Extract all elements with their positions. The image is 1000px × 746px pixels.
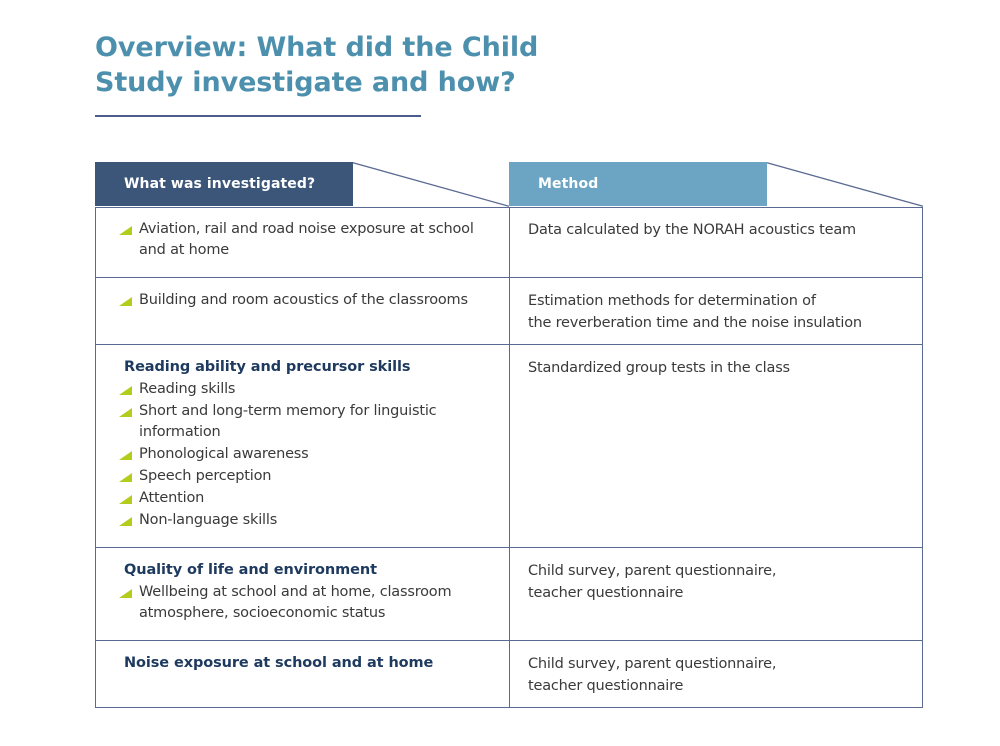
header-diagonal-connector-left — [353, 162, 509, 207]
table-row-divider-3 — [95, 547, 923, 549]
table-row: Reading ability and precursor skills Rea… — [95, 345, 509, 547]
table-row-divider-4 — [95, 640, 923, 642]
method-text: Standardized group tests in the class — [528, 360, 790, 376]
triangle-bullet-icon — [119, 473, 132, 482]
method-text: Child survey, parent questionnaire, teac… — [528, 563, 777, 601]
list-item: Aviation, rail and road noise exposure a… — [117, 219, 493, 261]
table-cell-method: Child survey, parent questionnaire, teac… — [509, 548, 923, 640]
list-item: Building and room acoustics of the class… — [117, 290, 493, 311]
list-item-label: Building and room acoustics of the class… — [139, 292, 468, 308]
bullet-list: Aviation, rail and road noise exposure a… — [117, 219, 493, 261]
triangle-bullet-icon — [119, 589, 132, 598]
table-row: Building and room acoustics of the class… — [95, 278, 509, 344]
overview-table: What was investigated? Method Aviation, … — [95, 162, 923, 708]
list-item-label: Attention — [139, 490, 205, 506]
bullet-list: Wellbeing at school and at home, classro… — [117, 582, 493, 624]
list-item-label: Wellbeing at school and at home, classro… — [139, 584, 452, 621]
table-cell-method: Child survey, parent questionnaire, teac… — [509, 641, 923, 708]
bullet-list: Building and room acoustics of the class… — [117, 290, 493, 311]
header-diagonal-connector-right — [767, 162, 923, 207]
bullet-list: Reading skills Short and long-term memor… — [117, 379, 493, 531]
list-item-label: Aviation, rail and road noise exposure a… — [139, 221, 474, 258]
triangle-bullet-icon — [119, 297, 132, 306]
list-item-label: Non-language skills — [139, 512, 278, 528]
triangle-bullet-icon — [119, 386, 132, 395]
method-text: Estimation methods for determination of … — [528, 293, 862, 331]
list-item: Speech perception — [117, 466, 493, 487]
list-item: Attention — [117, 488, 493, 509]
table-row-divider-1 — [95, 277, 923, 279]
table-row: Noise exposure at school and at home — [95, 641, 509, 708]
page-title: Overview: What did the Child Study inves… — [95, 32, 539, 98]
list-item-label: Phonological awareness — [139, 446, 309, 462]
title-underline-rule — [95, 115, 421, 117]
list-item: Non-language skills — [117, 510, 493, 531]
table-row: Quality of life and environment Wellbein… — [95, 548, 509, 640]
triangle-bullet-icon — [119, 495, 132, 504]
cell-heading: Noise exposure at school and at home — [124, 655, 434, 671]
table-header-method-label: Method — [538, 176, 599, 192]
method-text: Data calculated by the NORAH acoustics t… — [528, 222, 856, 238]
list-item-label: Short and long-term memory for linguisti… — [139, 403, 437, 440]
table-cell-method: Estimation methods for determination of … — [509, 278, 923, 344]
list-item: Wellbeing at school and at home, classro… — [117, 582, 493, 624]
triangle-bullet-icon — [119, 517, 132, 526]
table-header-investigated-label: What was investigated? — [124, 176, 316, 192]
page-title-block: Overview: What did the Child Study inves… — [95, 30, 655, 100]
list-item-label: Speech perception — [139, 468, 272, 484]
cell-heading: Reading ability and precursor skills — [124, 359, 411, 375]
table-row: Aviation, rail and road noise exposure a… — [95, 207, 509, 277]
triangle-bullet-icon — [119, 408, 132, 417]
method-text: Child survey, parent questionnaire, teac… — [528, 656, 777, 694]
cell-heading: Quality of life and environment — [124, 562, 377, 578]
triangle-bullet-icon — [119, 226, 132, 235]
triangle-bullet-icon — [119, 451, 132, 460]
table-row-divider-2 — [95, 344, 923, 346]
list-item: Reading skills — [117, 379, 493, 400]
list-item-label: Reading skills — [139, 381, 236, 397]
table-column-divider — [509, 207, 511, 708]
list-item: Short and long-term memory for linguisti… — [117, 401, 493, 443]
table-header-method: Method — [509, 162, 767, 206]
table-header-investigated: What was investigated? — [95, 162, 353, 206]
table-cell-method: Standardized group tests in the class — [509, 345, 923, 547]
table-cell-method: Data calculated by the NORAH acoustics t… — [509, 207, 923, 277]
list-item: Phonological awareness — [117, 444, 493, 465]
